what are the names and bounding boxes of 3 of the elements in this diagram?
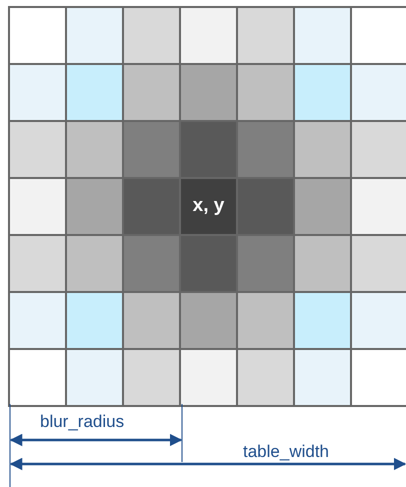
center-cell: x, y [181, 179, 236, 234]
dimension-label: table_width [243, 443, 330, 460]
dimension-label: blur_radius [40, 413, 124, 430]
